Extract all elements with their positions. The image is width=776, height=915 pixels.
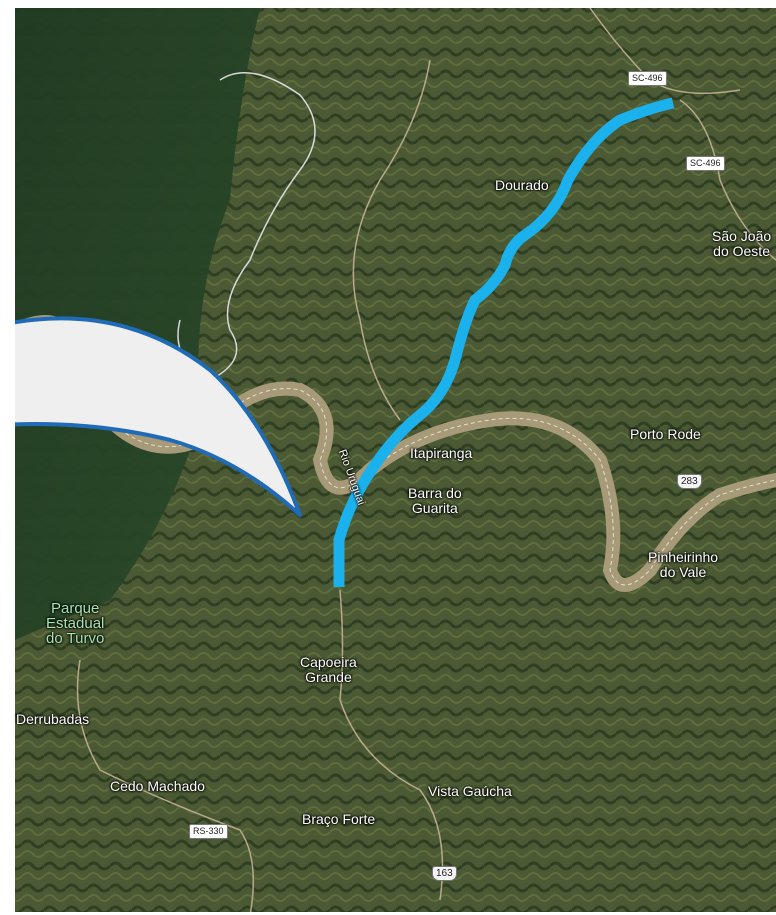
place-label-derrubadas[interactable]: Derrubadas: [16, 711, 90, 727]
satellite-map[interactable]: [15, 8, 776, 912]
road-shield-br-163[interactable]: 163: [432, 866, 457, 881]
place-label-cedo-machado[interactable]: Cedo Machado: [110, 778, 205, 794]
place-label-porto-rode[interactable]: Porto Rode: [630, 426, 701, 442]
place-label-pinheirinho-do-vale[interactable]: Pinheirinho do Vale: [648, 549, 719, 580]
road-shield-sc-496-top[interactable]: SC-496: [628, 71, 667, 86]
road-shield-br-283[interactable]: 283: [677, 474, 702, 489]
place-label-capoeira-grande[interactable]: Capoeira Grande: [300, 654, 357, 685]
park-label[interactable]: Parque Estadual do Turvo: [46, 600, 105, 647]
highlighted-route[interactable]: [333, 97, 675, 587]
place-label-sao-joao-do-oeste[interactable]: São João do Oeste: [712, 228, 772, 259]
road-shield-sc-496-right[interactable]: SC-496: [686, 156, 725, 171]
place-label-braco-forte[interactable]: Braço Forte: [302, 811, 376, 827]
place-label-vista-gaucha[interactable]: Vista Gaúcha: [428, 783, 512, 799]
place-label-dourado[interactable]: Dourado: [495, 177, 549, 193]
place-label-itapiranga[interactable]: Itapiranga: [410, 445, 473, 461]
map-imagery[interactable]: [15, 8, 776, 912]
place-label-barra-do-guarita[interactable]: Barra do Guarita: [408, 485, 462, 516]
road-shield-rs-330[interactable]: RS-330: [189, 824, 228, 839]
